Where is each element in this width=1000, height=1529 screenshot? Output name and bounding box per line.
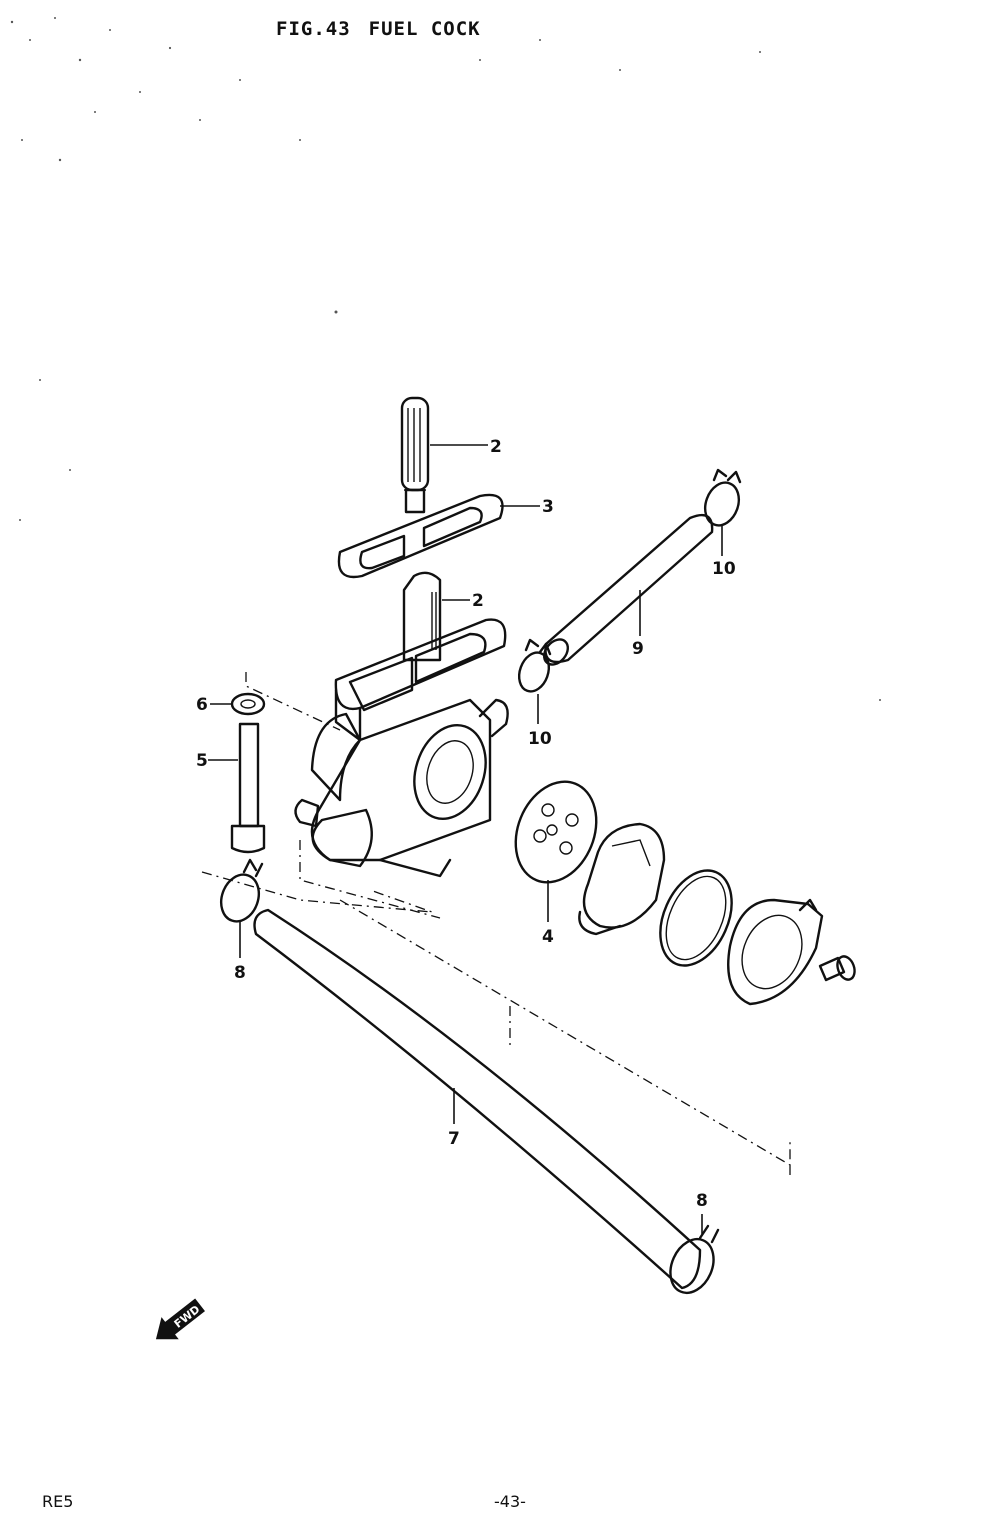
figure-title: FIG.43 FUEL COCK xyxy=(276,18,499,40)
model-code: RE5 xyxy=(42,1492,74,1511)
callout-labels: 2 3 2 10 9 10 6 5 4 8 7 8 xyxy=(196,437,736,1211)
o-ring xyxy=(659,869,733,967)
part-5-bolt xyxy=(208,722,266,854)
fwd-arrow-icon: FWD xyxy=(155,1298,205,1340)
callout-5: 5 xyxy=(196,751,208,771)
figure-name: FUEL COCK xyxy=(368,18,481,40)
callout-10-upper: 10 xyxy=(712,559,736,579)
part-6-washer xyxy=(210,692,266,716)
callout-3: 3 xyxy=(542,497,554,517)
part-4-diaphragm xyxy=(514,780,598,922)
part-10-lower-clip xyxy=(517,638,552,724)
callout-7: 7 xyxy=(448,1129,460,1149)
page-number: -43- xyxy=(494,1492,526,1511)
assembly-projection-lines xyxy=(201,672,791,1180)
retaining-plate xyxy=(727,898,824,1006)
fuel-cock-body xyxy=(294,618,509,878)
callout-6: 6 xyxy=(196,695,208,715)
scan-noise xyxy=(10,17,881,701)
part-3-gasket xyxy=(337,493,540,579)
callout-2-upper: 2 xyxy=(490,437,502,457)
part-7-long-hose xyxy=(253,908,702,1290)
part-8-right-clip xyxy=(669,1214,720,1295)
callout-8-left: 8 xyxy=(234,963,246,983)
lever-cover xyxy=(578,822,666,936)
part-9-fuel-hose xyxy=(542,513,714,666)
callout-9: 9 xyxy=(632,639,644,659)
part-10-upper-clip xyxy=(703,468,742,556)
figure-number: FIG.43 xyxy=(276,18,351,40)
callout-10-lower: 10 xyxy=(528,729,552,749)
callout-4: 4 xyxy=(542,927,554,947)
part-2-upper-filter xyxy=(400,396,488,514)
part-8-left-clip xyxy=(219,858,264,958)
callout-8-right: 8 xyxy=(696,1191,708,1211)
screw xyxy=(818,955,856,982)
callout-2-lower: 2 xyxy=(472,591,484,611)
